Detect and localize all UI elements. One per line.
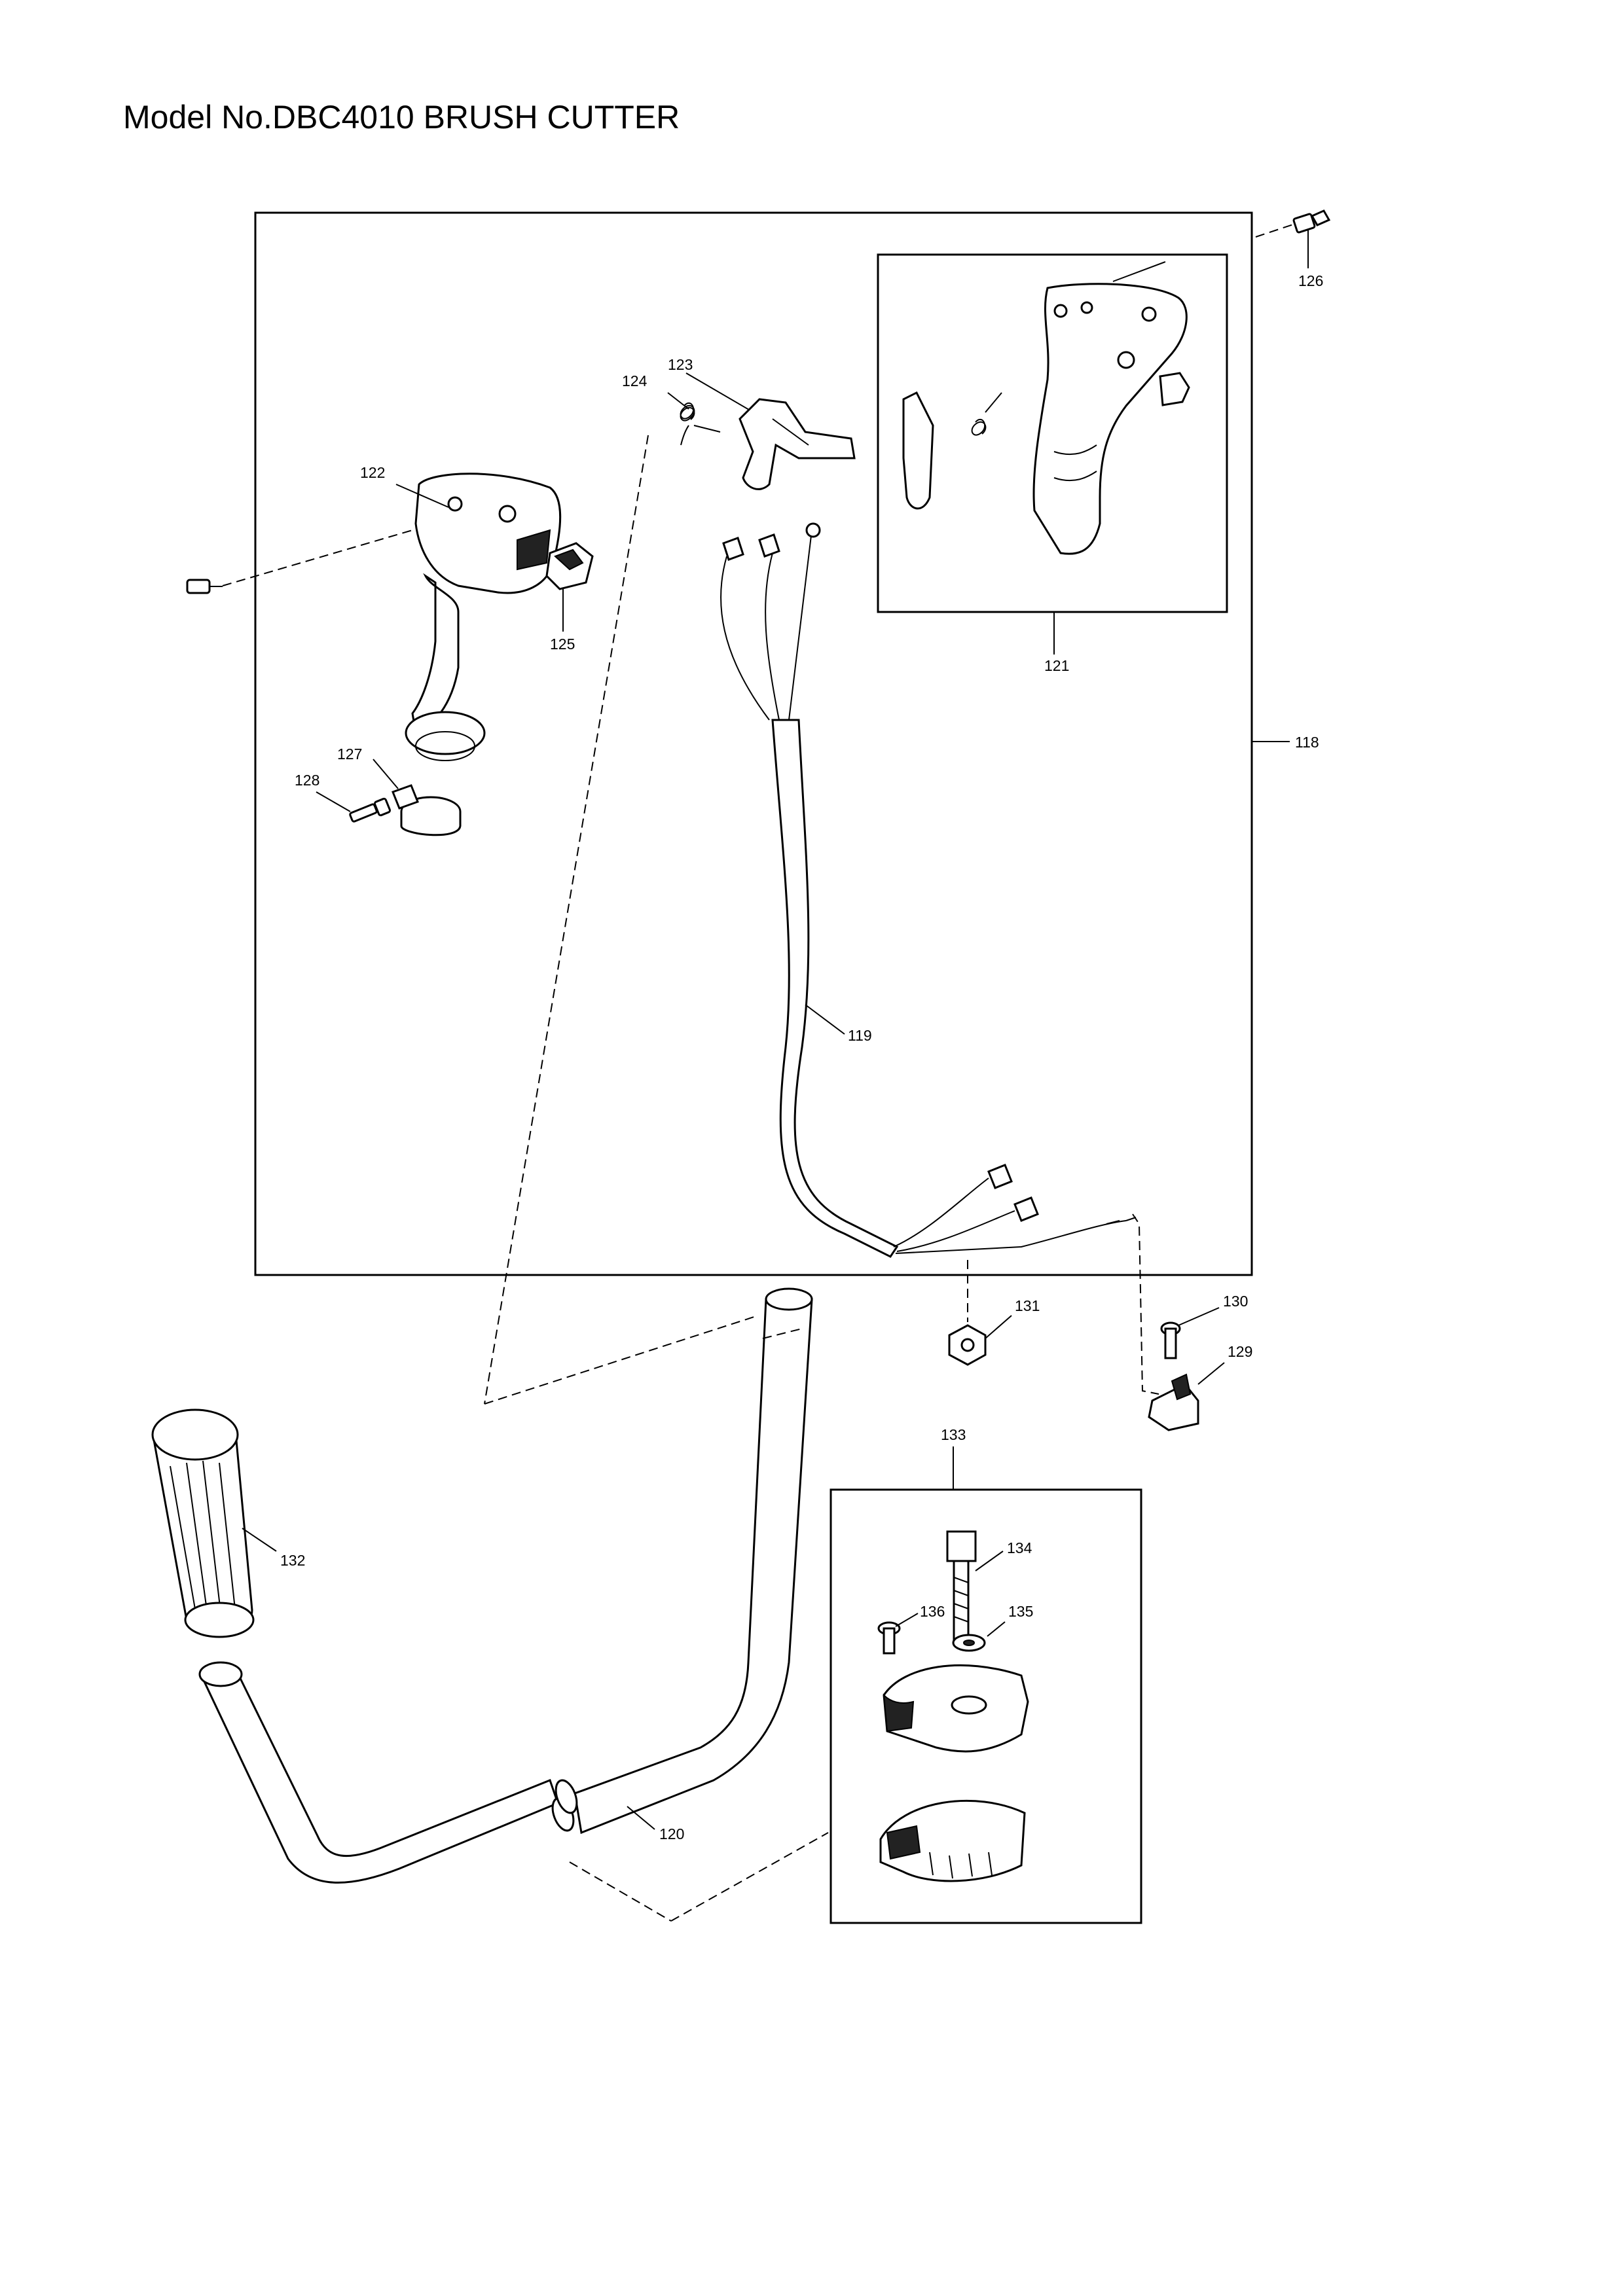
callout-125: 125 [550,636,575,653]
handle-assembly-121 [902,261,1190,555]
callout-124: 124 [622,372,647,389]
clamp-upper [883,1664,1029,1753]
grip-132 [151,1408,277,1638]
screw-136 [877,1613,919,1655]
callout-119: 119 [848,1027,872,1044]
page-title: Model No.DBC4010 BRUSH CUTTER [123,99,680,135]
callout-126: 126 [1298,272,1323,289]
cable-119 [720,522,1137,1258]
assembly-box-118 [254,211,1253,1276]
switch-125 [545,542,594,632]
subassembly-box-121 [877,253,1228,613]
bracket-129 [1148,1362,1225,1431]
clamp-lower [879,1799,1026,1882]
subassembly-box-133 [830,1488,1142,1924]
callout-132: 132 [280,1552,305,1569]
callout-121: 121 [1044,657,1069,674]
callout-122: 122 [360,464,385,481]
screw-handle-left [186,529,413,594]
callout-129: 129 [1228,1343,1252,1360]
screw-130 [1132,1213,1220,1395]
callout-123: 123 [668,356,693,373]
screw-126 [1255,209,1331,268]
handle-122 [405,473,562,761]
callout-135: 135 [1008,1603,1033,1620]
callout-131: 131 [1015,1297,1040,1314]
callout-130: 130 [1223,1293,1248,1310]
spring-124 [667,392,721,446]
callout-136: 136 [920,1603,945,1620]
callout-127: 127 [337,745,362,762]
callout-133: 133 [941,1426,966,1443]
throttle-lever-123 [685,372,856,490]
nut-131 [948,1260,1012,1366]
callout-120: 120 [659,1825,684,1842]
clamp-127 [373,759,462,836]
washer-135 [952,1621,1006,1652]
callout-118: 118 [1295,734,1319,751]
callout-128: 128 [295,772,319,789]
callout-134: 134 [1007,1539,1032,1556]
bolt-134 [946,1530,1004,1641]
screw-128 [316,791,392,823]
handle-bar-120 [198,1287,813,1884]
